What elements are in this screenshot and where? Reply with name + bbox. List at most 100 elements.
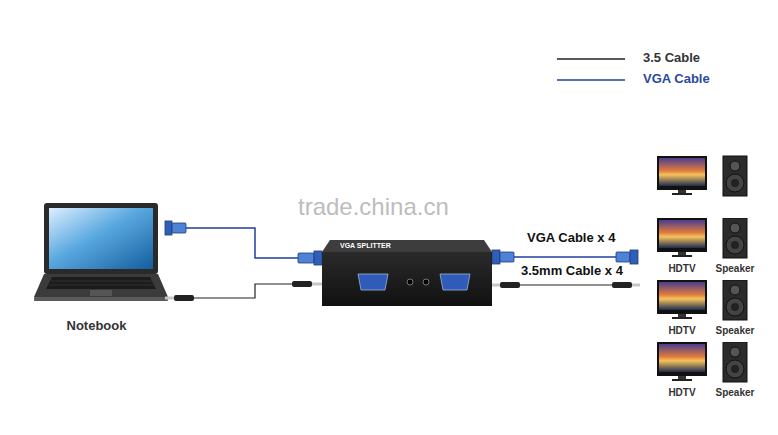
watermark: trade.china.cn <box>298 193 449 221</box>
legend-text: 3.5 Cable <box>643 51 700 66</box>
vga-output-cable <box>616 252 630 262</box>
vga-splitter: VGA SPLITTER <box>322 240 492 306</box>
tv-illustration <box>657 156 707 195</box>
legend: 3.5 CableVGA Cable <box>557 48 710 90</box>
vga-plug <box>172 223 186 233</box>
tv-illustration <box>657 342 707 376</box>
spk-illustration <box>731 365 739 373</box>
notebook-illustration <box>49 208 153 269</box>
vga-output-cable <box>630 250 638 264</box>
notebook-illustration <box>90 290 112 296</box>
spk-illustration <box>723 342 747 382</box>
tv-illustration <box>654 218 710 260</box>
splitter-illustration <box>423 279 429 285</box>
speaker-illustration <box>730 161 740 171</box>
splitter-illustration <box>322 240 492 306</box>
tv-illustration <box>672 379 692 381</box>
spk-illustration <box>726 298 744 316</box>
speaker-box: Speaker <box>712 218 758 276</box>
legend-text: VGA Cable <box>643 72 710 87</box>
notebook-illustration <box>34 297 168 301</box>
spk-illustration <box>730 347 740 357</box>
tv-illustration <box>678 314 686 317</box>
splitter-illustration <box>322 252 492 306</box>
hdtv-display: HDTV <box>654 280 710 338</box>
spk-illustration <box>723 280 747 320</box>
vga-output-cable <box>500 252 514 262</box>
tv-illustration <box>654 342 710 384</box>
legend-line <box>557 58 625 60</box>
vga-plug <box>165 221 322 265</box>
speaker-illustration <box>726 174 744 192</box>
legend-row: 3.5 Cable <box>557 48 710 69</box>
tv-illustration <box>659 158 705 186</box>
tv-illustration <box>672 255 692 257</box>
notebook-illustration <box>49 285 154 286</box>
audio-output-cable <box>632 284 640 287</box>
audio-output-cable <box>612 282 632 288</box>
tv-illustration <box>659 344 705 372</box>
audio-jack <box>292 281 312 287</box>
vga-output-cable <box>492 250 500 264</box>
audio-jack <box>165 297 174 300</box>
audio-jack <box>174 295 194 301</box>
spk-illustration <box>723 218 747 258</box>
legend-row: VGA Cable <box>557 69 710 90</box>
device-label: VGA SPLITTER <box>340 242 391 250</box>
audio-jack <box>165 281 322 301</box>
device-name: HDTV <box>668 263 695 275</box>
spk-illustration <box>712 342 758 384</box>
tv-illustration <box>657 156 707 190</box>
notebook-illustration <box>34 274 168 297</box>
notebook-device: Notebook <box>28 200 165 338</box>
vga-plug <box>298 253 314 263</box>
notebook-illustration <box>44 203 158 274</box>
legend-line <box>557 79 625 81</box>
device-name: Speaker <box>716 325 755 337</box>
audio-jack <box>312 283 322 286</box>
spk-illustration <box>731 241 739 249</box>
spk-illustration <box>712 280 758 322</box>
speaker-illustration <box>731 179 739 187</box>
spk-illustration <box>731 303 739 311</box>
audio-output-cable <box>500 282 520 288</box>
spk-illustration <box>726 360 744 378</box>
legend-sample <box>557 75 625 85</box>
legend-sample <box>557 54 625 64</box>
spk-illustration <box>730 285 740 295</box>
device-name: HDTV <box>668 387 695 399</box>
tv-illustration <box>678 252 686 255</box>
vga-output-cable <box>510 256 620 258</box>
speaker-illustration <box>723 156 747 196</box>
spk-illustration <box>730 223 740 233</box>
tv-illustration <box>654 280 710 322</box>
notebook-illustration <box>34 203 168 301</box>
spk-illustration <box>726 236 744 254</box>
splitter-illustration <box>358 274 388 290</box>
vga-output-cable <box>492 250 638 264</box>
tv-illustration <box>672 193 692 195</box>
notebook-illustration <box>46 277 156 289</box>
tv-illustration <box>657 218 707 252</box>
vga-plug <box>165 221 172 235</box>
audio-output-cable <box>492 282 640 288</box>
cable-label: 3.5mm Cable x 4 <box>521 264 623 279</box>
device-name: HDTV <box>668 325 695 337</box>
tv-illustration <box>678 376 686 379</box>
speaker-box: Speaker <box>712 280 758 338</box>
splitter-illustration <box>322 240 492 252</box>
splitter-illustration <box>440 274 470 290</box>
device-name: Speaker <box>716 263 755 275</box>
tv-illustration <box>678 190 686 193</box>
vga-plug <box>314 251 322 265</box>
spk-illustration <box>712 218 758 260</box>
speaker-box: Speaker <box>712 342 758 400</box>
tv-illustration <box>672 317 692 319</box>
tv-illustration <box>657 280 707 314</box>
tv-illustration <box>659 282 705 310</box>
device-name: Speaker <box>716 387 755 399</box>
hdtv-display: HDTV <box>654 342 710 400</box>
splitter-illustration <box>407 279 413 285</box>
tv-illustration <box>659 220 705 248</box>
